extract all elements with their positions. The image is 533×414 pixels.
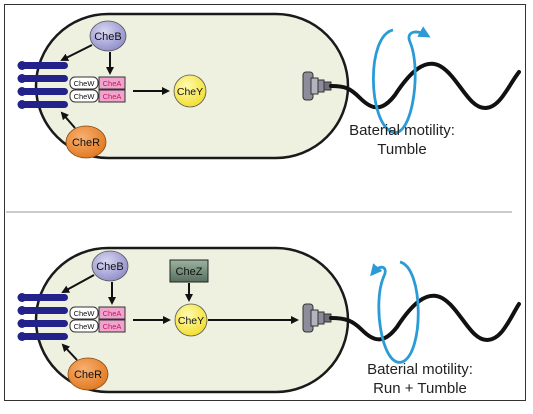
receptor — [22, 294, 68, 301]
cheb-protein — [89, 20, 127, 52]
receptor — [22, 307, 68, 314]
cheb-label: CheB — [96, 261, 124, 273]
receptor-array — [17, 61, 68, 109]
flagellar-motor — [302, 71, 332, 101]
cher-protein — [65, 125, 107, 159]
receptor-head — [17, 87, 27, 96]
chey-protein — [173, 74, 207, 108]
motility-mode: Tumble — [377, 141, 426, 158]
motility-mode: Run + Tumble — [373, 380, 467, 397]
top-panel: CheW CheW CheA CheA CheB CheR CheY — [17, 12, 521, 160]
chea-label: CheA — [103, 309, 122, 318]
receptor — [22, 101, 68, 108]
chea-label: CheA — [103, 322, 122, 331]
motility-caption: Baterial motility: — [367, 361, 473, 378]
chea-label: CheA — [103, 92, 122, 101]
bottom-panel: CheW CheW CheA CheA CheB CheR CheZ CheY — [17, 246, 521, 397]
chea-box — [98, 306, 126, 320]
chew-box — [69, 76, 99, 90]
chea-box — [98, 89, 126, 103]
cheb-protein — [91, 250, 129, 282]
cheb-to-receptor-arrow — [60, 44, 93, 61]
receptor — [22, 62, 68, 69]
receptor-head — [17, 306, 27, 315]
receptor-head — [17, 332, 27, 341]
receptor-head — [17, 293, 27, 302]
rotation-arrow — [371, 26, 431, 134]
flagellar-motor — [302, 303, 332, 333]
receptor — [22, 333, 68, 340]
cheb-to-receptor-arrow — [61, 274, 95, 293]
rotation-arrow — [370, 260, 420, 364]
receptor-head — [17, 61, 27, 70]
chew-label: CheW — [74, 92, 96, 101]
motility-caption: Baterial motility: — [349, 122, 455, 139]
cher-to-receptor-arrow — [61, 343, 78, 361]
chew-label: CheW — [74, 322, 96, 331]
chea-label: CheA — [103, 79, 122, 88]
cher-label: CheR — [72, 137, 100, 149]
flagellum — [329, 61, 521, 111]
receptor — [22, 75, 68, 82]
cheb-label: CheB — [94, 31, 122, 43]
flagellum — [329, 293, 521, 343]
receptor-head — [17, 74, 27, 83]
receptor-head — [17, 319, 27, 328]
receptor — [22, 88, 68, 95]
chez-protein — [169, 259, 209, 283]
chew-box — [69, 89, 99, 103]
chea-box — [98, 319, 126, 333]
receptor-array — [17, 293, 68, 341]
chew-label: CheW — [74, 79, 96, 88]
chea-box — [98, 76, 126, 90]
chey-protein — [174, 303, 208, 337]
figure-border — [4, 4, 526, 401]
cher-to-receptor-arrow — [60, 111, 76, 129]
cher-label: CheR — [74, 369, 102, 381]
receptor — [22, 320, 68, 327]
receptor-head — [17, 100, 27, 109]
chey-label: CheY — [177, 86, 203, 98]
cher-protein — [67, 357, 109, 391]
chez-label: CheZ — [176, 266, 203, 278]
chey-label: CheY — [178, 315, 204, 327]
chew-label: CheW — [74, 309, 96, 318]
chew-box — [69, 306, 99, 320]
chew-box — [69, 319, 99, 333]
